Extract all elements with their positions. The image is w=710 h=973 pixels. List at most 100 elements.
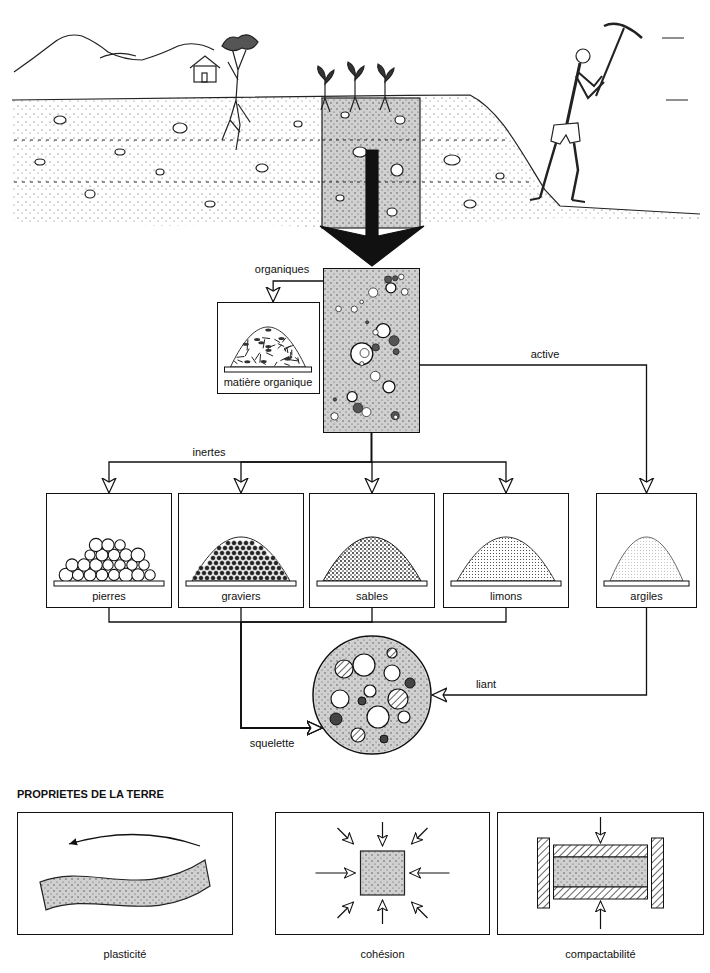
stone (395, 116, 405, 124)
gravel (196, 571, 201, 576)
gravel (274, 571, 279, 576)
soil-fill (324, 269, 419, 432)
stone (351, 306, 357, 312)
earth-ribbon (40, 860, 210, 910)
stone (256, 164, 268, 172)
twig (284, 357, 293, 360)
leaf (258, 341, 264, 344)
edge-label: squelette (248, 737, 297, 749)
house (190, 56, 220, 68)
material-name: argiles (630, 590, 662, 603)
stone (353, 147, 367, 157)
soil-mix-circle-picture (314, 637, 430, 753)
soil-sample-box (323, 268, 420, 433)
gravel (217, 576, 222, 581)
gravel (229, 576, 234, 581)
ground-layer (14, 140, 530, 182)
gravel (208, 571, 213, 576)
material-box: limons (443, 493, 569, 608)
property-box: compactabilité (497, 812, 704, 935)
section-heading: PROPRIETES DE LA TERRE (17, 788, 164, 800)
twig (259, 354, 261, 363)
circle-outline (313, 636, 431, 754)
stone (173, 123, 187, 133)
gravel (256, 561, 261, 566)
stone (84, 569, 96, 581)
twig (237, 356, 245, 358)
stone (35, 116, 504, 208)
twig (266, 353, 273, 356)
stone (294, 121, 302, 127)
force-arrow (410, 872, 450, 873)
material-box-picture (451, 537, 561, 586)
gravel (244, 541, 249, 546)
stone (353, 403, 363, 413)
gravel (205, 566, 210, 571)
twig (255, 353, 260, 360)
shelf (225, 367, 312, 372)
worker (566, 63, 580, 128)
tree (222, 35, 258, 51)
stone (391, 164, 403, 176)
material-picture (40, 269, 689, 929)
stone (398, 711, 410, 723)
gravel (244, 551, 249, 556)
section-heading: PROPRIETES DE LA TERRE (17, 784, 164, 802)
twig (287, 348, 288, 353)
gravel (238, 551, 243, 556)
gravel (253, 576, 258, 581)
gravel (250, 561, 255, 566)
stone (85, 550, 95, 560)
mould-wall (538, 838, 550, 908)
leaf (261, 360, 267, 363)
gravel (280, 571, 285, 576)
stone (66, 559, 78, 571)
stone (369, 288, 378, 297)
stone (59, 568, 73, 582)
gravel (235, 546, 240, 551)
gravel (265, 566, 270, 571)
twig (245, 349, 249, 356)
property-box: cohésion (275, 812, 490, 935)
connector-arrow (241, 608, 322, 728)
material-heap (457, 537, 555, 581)
stone (384, 665, 400, 681)
stone (385, 276, 392, 283)
twig (263, 339, 265, 348)
gravel (387, 648, 397, 658)
twig (278, 344, 284, 347)
twig (262, 362, 266, 364)
stone (336, 306, 342, 312)
gravel (265, 576, 270, 581)
stone (394, 415, 398, 419)
stone (108, 549, 120, 561)
twig (298, 357, 299, 363)
connector-arrow (420, 365, 647, 493)
edge-label: squelette (248, 733, 297, 751)
level-mark (662, 38, 688, 100)
gravel (250, 541, 255, 546)
stone (89, 538, 102, 551)
twig (247, 340, 249, 351)
gravel (262, 551, 267, 556)
gravel (223, 576, 228, 581)
stone (115, 149, 125, 155)
gravel (220, 571, 225, 576)
force-arrow (382, 822, 383, 846)
gravel (199, 566, 204, 571)
twig (252, 357, 256, 364)
stone (145, 570, 155, 580)
stone (90, 559, 103, 572)
gravel (277, 576, 282, 581)
stone (102, 539, 114, 551)
plant (318, 62, 394, 112)
gravel (238, 561, 243, 566)
worker (530, 198, 585, 202)
edge-label: organiques (253, 259, 311, 277)
stone (383, 381, 395, 393)
stone (54, 116, 66, 124)
stone (373, 330, 378, 335)
stone (387, 208, 397, 216)
gravel (214, 571, 219, 576)
force-arrow (600, 817, 601, 843)
